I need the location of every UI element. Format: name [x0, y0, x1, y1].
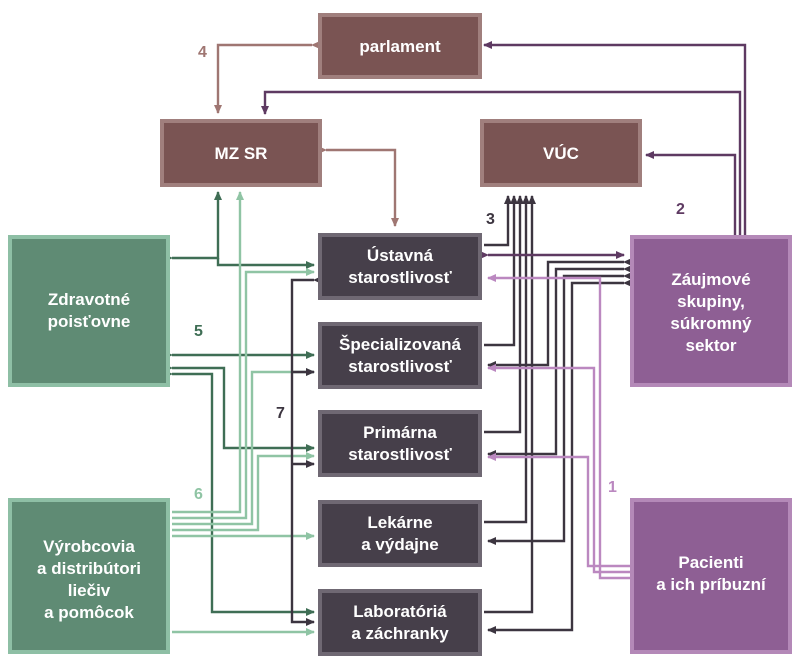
box-lekarne: Lekárne a výdajne — [318, 500, 482, 567]
box-lekarne-line-2: a výdajne — [361, 535, 439, 554]
number-5: 5 — [194, 323, 203, 340]
box-vyrobcovia-line-3: liečiv — [68, 581, 111, 600]
number-6: 6 — [194, 486, 203, 503]
connector-poistovne-mzsr — [164, 191, 222, 262]
box-zaujmove-line-2: skupiny, — [677, 292, 745, 311]
box-laboratoria-line-2: a záchranky — [351, 624, 449, 643]
connector-poistovne-ustavna — [216, 258, 315, 269]
box-zdravotne-line-2: poisťovne — [48, 312, 131, 331]
box-pacienti: Pacienti a ich príbuzní — [630, 498, 792, 654]
number-7: 7 — [276, 405, 285, 422]
connector-zaujmove-primarna — [487, 265, 632, 458]
box-pacienti-line-2: a ich príbuzní — [656, 575, 767, 594]
number-4: 4 — [198, 44, 207, 61]
box-ustavna-line-1: Ústavná — [367, 246, 434, 265]
connector-pacienti-specializovana — [487, 364, 630, 574]
connector-vyrobcovia-primarna — [172, 452, 315, 532]
connector-vyrobcovia-ustavna — [172, 268, 315, 520]
connector-poistovne-laboratoria — [164, 370, 315, 616]
box-ustavna-line-2: starostlivosť — [348, 268, 452, 287]
box-vuc-line-1: VÚC — [543, 144, 579, 163]
box-vyrobcovia-line-1: Výrobcovia — [43, 537, 135, 556]
box-vyrobcovia: Výrobcovia a distribútori liečiv a pomôc… — [8, 498, 170, 654]
box-primarna-line-2: starostlivosť — [348, 445, 452, 464]
box-zdravotne-line-1: Zdravotné — [48, 290, 130, 309]
box-zaujmove-line-4: sektor — [685, 336, 736, 355]
number-1: 1 — [608, 479, 617, 496]
connector-zaujmove-parlament — [483, 41, 747, 235]
connector-zaujmove-mzsr — [261, 90, 742, 235]
connector-ustavna-vuc — [484, 195, 512, 247]
box-ustavna: Ústavná starostlivosť — [318, 233, 482, 300]
box-laboratoria-line-1: Laboratóriá — [353, 602, 447, 621]
box-zaujmove-line-3: súkromný — [670, 314, 752, 333]
connector-pacienti-ustavna — [487, 274, 630, 580]
connector-zaujmove-vuc — [645, 151, 737, 235]
number-3: 3 — [486, 211, 495, 228]
box-vyrobcovia-line-4: a pomôcok — [44, 603, 134, 622]
box-zdravotne-poistovne: Zdravotné poisťovne — [8, 235, 170, 387]
connector-parlament-mzsr — [214, 41, 320, 114]
connector-vyrobcovia-specializovana — [172, 368, 315, 526]
box-parlament: parlament — [318, 13, 482, 79]
connector-mzsr-ustavna — [318, 146, 399, 227]
box-primarna: Primárna starostlivosť — [318, 410, 482, 477]
box-laboratoria: Laboratóriá a záchranky — [318, 589, 482, 656]
box-zaujmove-skupiny: Záujmové skupiny, súkromný sektor — [630, 235, 792, 387]
box-primarna-line-1: Primárna — [363, 423, 437, 442]
box-vuc: VÚC — [480, 119, 642, 187]
box-vyrobcovia-line-2: a distribútori — [37, 559, 141, 578]
box-mzsr: MZ SR — [160, 119, 322, 187]
number-2: 2 — [676, 201, 685, 218]
connector-ustavna-chain — [290, 276, 322, 626]
box-specializovana-line-1: Špecializovaná — [339, 335, 461, 354]
box-lekarne-line-1: Lekárne — [367, 513, 432, 532]
connector-pacienti-primarna — [487, 453, 630, 568]
box-zaujmove-line-1: Záujmové — [671, 270, 750, 289]
connectors — [164, 41, 747, 636]
box-pacienti-line-1: Pacienti — [678, 553, 743, 572]
box-mzsr-line-1: MZ SR — [215, 144, 268, 163]
box-parlament-line-1: parlament — [359, 37, 441, 56]
connector-vyrobcovia-mzsr — [172, 191, 244, 514]
box-specializovana-line-2: starostlivosť — [348, 357, 452, 376]
box-specializovana: Špecializovaná starostlivosť — [318, 322, 482, 389]
